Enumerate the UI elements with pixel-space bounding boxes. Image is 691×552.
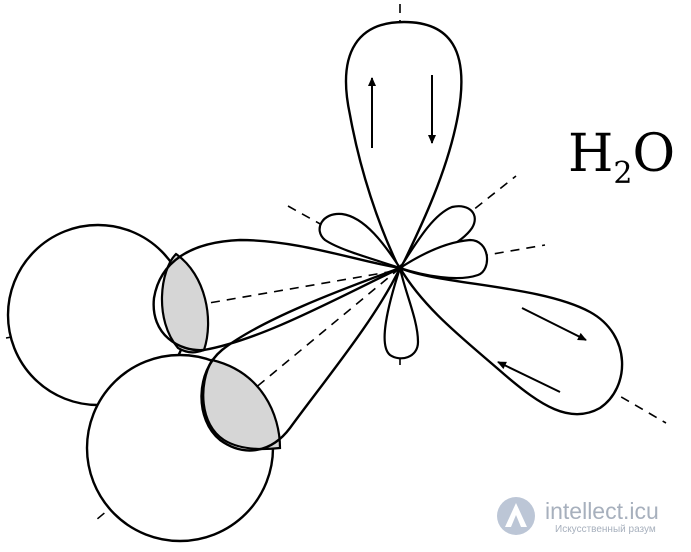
molecule-formula: H2O [568, 128, 675, 189]
watermark-text: intellect.icu [545, 498, 659, 524]
watermark-subtext: Искусственный разум [555, 524, 656, 535]
spin-right-arrow [521, 307, 587, 341]
watermark: intellect.icu Искусственный разум [497, 497, 687, 537]
formula-oxygen: O [632, 124, 676, 184]
formula-subscript: 2 [613, 156, 633, 191]
watermark-logo-icon [497, 497, 535, 535]
lower-right-lone-pair-lobe [397, 265, 624, 416]
spin-arrows [368, 75, 587, 393]
small-lobe-upper-left [318, 212, 403, 271]
small-lobe-right [397, 238, 489, 280]
o-h1-bonding-lobe [152, 238, 405, 352]
spin-left-arrow [497, 361, 561, 393]
small-lobe-bottom [383, 263, 420, 360]
h1-overlap-region [160, 252, 210, 354]
o-h2-bonding-lobe [200, 265, 403, 452]
formula-hydrogen: H [568, 124, 614, 184]
